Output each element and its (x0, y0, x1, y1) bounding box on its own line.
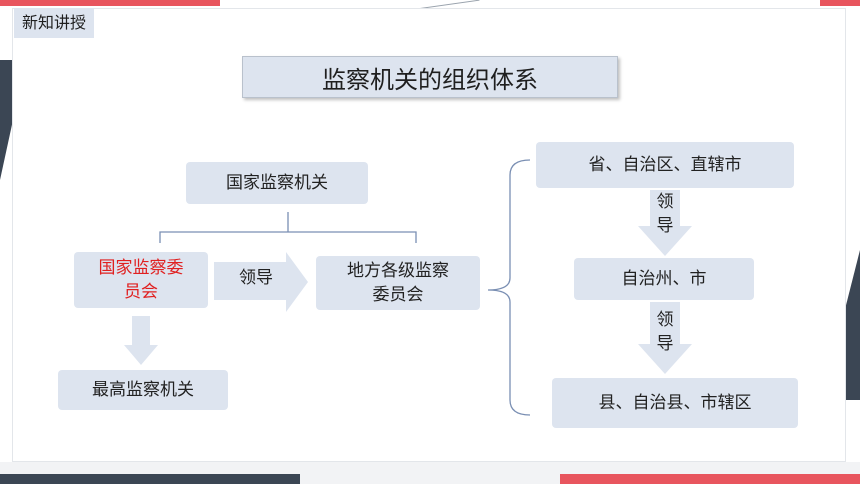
down-arrow-prefecture (638, 302, 692, 374)
diagram-title: 监察机关的组织体系 (242, 56, 618, 98)
national-organ-label: 国家监察机关 (226, 173, 328, 193)
county-label: 县、自治县、市辖区 (598, 393, 752, 413)
province-box: 省、自治区、直辖市 (536, 142, 794, 188)
decor-bottom-red-bar (560, 474, 860, 484)
local-committee-label: 地方各级监察委员会 (347, 261, 449, 305)
supreme-box: 最高监察机关 (58, 370, 228, 410)
national-committee-box: 国家监察委员会 (74, 252, 208, 308)
lead-label-v1: 领导 (656, 192, 674, 236)
supreme-label: 最高监察机关 (92, 380, 194, 400)
county-box: 县、自治县、市辖区 (552, 378, 798, 428)
lead-label-v2: 领导 (656, 310, 674, 354)
section-tag: 新知讲授 (14, 8, 95, 38)
down-arrow-province (638, 190, 692, 256)
prefecture-box: 自治州、市 (574, 258, 754, 300)
decor-red-bar (0, 0, 220, 6)
right-brace (487, 159, 531, 416)
prefecture-label: 自治州、市 (621, 269, 707, 289)
lead-label-horizontal: 领导 (239, 268, 273, 288)
province-label: 省、自治区、直辖市 (588, 155, 742, 175)
top-brace (159, 212, 417, 243)
decor-bottom-dark-bar (0, 474, 300, 484)
national-committee-label: 国家监察委员会 (98, 258, 184, 302)
decor-red-bar-right (820, 0, 860, 6)
national-organ-box: 国家监察机关 (186, 162, 368, 204)
down-arrow-supreme (124, 316, 158, 365)
local-committee-box: 地方各级监察委员会 (316, 256, 480, 310)
lead-arrow-horizontal (214, 252, 308, 312)
